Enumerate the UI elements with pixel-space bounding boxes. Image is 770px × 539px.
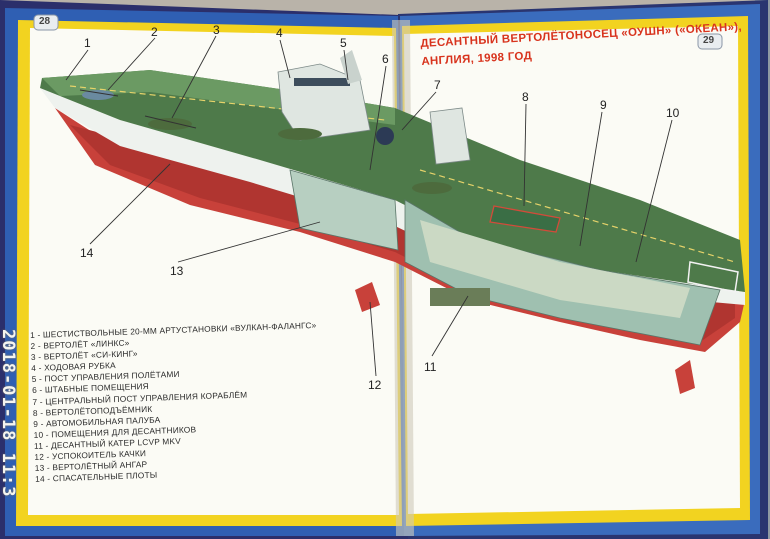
helipad-marking: [687, 261, 739, 293]
callout-3: 3: [213, 23, 220, 37]
aft-superstructure: [429, 107, 471, 165]
callout-6: 6: [382, 52, 389, 66]
deck-marking: [419, 169, 736, 263]
hangar-cutaway: [289, 169, 399, 251]
vehicle-deck: [420, 220, 690, 318]
page-number-badge-left: [33, 14, 59, 31]
page-number-left: 28: [39, 16, 51, 27]
sea-king-helicopter: [148, 118, 192, 130]
callout-12: 12: [368, 378, 382, 392]
callout-9: 9: [600, 98, 607, 112]
rotor: [144, 115, 197, 129]
callout-1: 1: [84, 36, 91, 50]
legend: 1 - ШЕСТИСТВОЛЬНЫЕ 20-ММ АРТУСТАНОВКИ «В…: [30, 319, 345, 485]
rotor: [79, 89, 119, 97]
stabilizer-fin: [675, 360, 695, 394]
sea-king-helicopter: [278, 128, 322, 140]
callout-13: 13: [170, 264, 184, 278]
page-number-right: 29: [703, 35, 715, 46]
callout-10: 10: [666, 106, 680, 120]
sea-king-helicopter: [412, 182, 452, 194]
flight-deck: [40, 70, 745, 292]
callout-8: 8: [522, 90, 529, 104]
radar-dish: [376, 127, 394, 145]
callout-5: 5: [340, 36, 347, 50]
photo-date-stamp: 2018-01-18 11:3: [0, 329, 18, 539]
bridge-windows: [294, 78, 350, 86]
callout-4: 4: [276, 26, 283, 40]
date-stamp-text: 2018-01-18 11:3: [0, 329, 18, 498]
callout-11: 11: [424, 360, 437, 374]
callout-2: 2: [151, 25, 158, 39]
callout-14: 14: [80, 246, 94, 260]
stabilizer-fin: [355, 282, 380, 312]
leader-lines: [65, 35, 673, 377]
landing-craft: [430, 288, 490, 306]
page-number-badge-right: [697, 33, 723, 50]
callout-7: 7: [434, 78, 441, 92]
helicopter-lift: [489, 205, 561, 233]
lynx-helicopter: [82, 90, 114, 100]
